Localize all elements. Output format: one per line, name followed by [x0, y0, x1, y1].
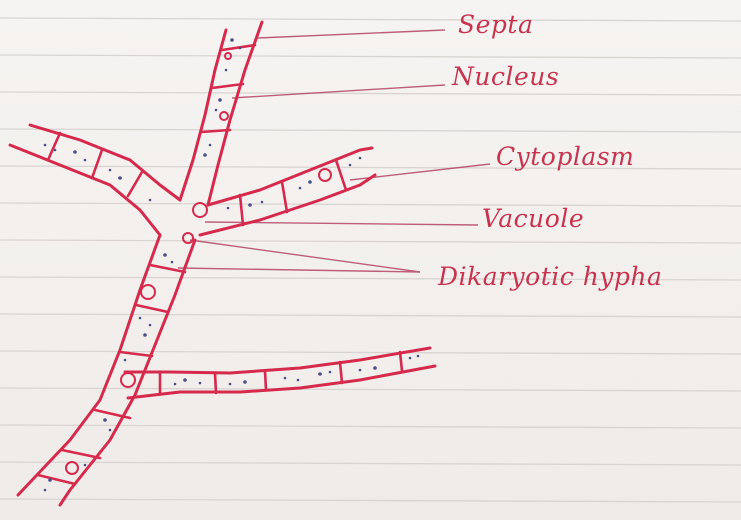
- vacuole: [66, 462, 78, 474]
- label-dikaryotic-hypha: Dikaryotic hypha: [438, 262, 662, 291]
- cytoplasm-dot: [44, 489, 47, 492]
- cytoplasm-dot: [149, 199, 152, 202]
- cytoplasm-dot: [203, 153, 207, 157]
- leader-lines: [178, 30, 490, 272]
- cytoplasm-dot: [359, 369, 362, 372]
- nucleus: [121, 373, 135, 387]
- cytoplasm-dot: [124, 359, 127, 362]
- cytoplasm-dot: [229, 383, 232, 386]
- cytoplasm-dot: [84, 464, 87, 467]
- rule-line: [0, 425, 741, 428]
- cytoplasm-dot: [230, 38, 234, 42]
- cytoplasm-dot: [215, 109, 218, 112]
- cytoplasm-dot: [183, 378, 187, 382]
- vacuole: [319, 169, 331, 181]
- cytoplasm-dot: [103, 418, 107, 422]
- cytoplasm-dot: [109, 169, 112, 172]
- leader-dikaryotic: [190, 240, 420, 272]
- cytoplasm-dot: [209, 144, 212, 147]
- nuclei-and-vacuoles: [66, 53, 331, 474]
- cytoplasm-dot: [143, 333, 147, 337]
- rule-line: [0, 240, 741, 243]
- cytoplasm-dot: [48, 478, 52, 482]
- label-septa: Septa: [458, 10, 533, 39]
- cytoplasm-dot: [118, 176, 122, 180]
- cytoplasm-dot: [149, 324, 152, 327]
- nucleus: [141, 285, 155, 299]
- label-nucleus: Nucleus: [452, 62, 559, 91]
- cytoplasm-dot: [318, 372, 322, 376]
- cytoplasm-dot: [373, 366, 377, 370]
- rule-line: [0, 129, 741, 132]
- nucleus: [183, 233, 193, 243]
- cytoplasm-dot: [308, 180, 312, 184]
- cytoplasm-dot: [163, 253, 167, 257]
- leader-septa: [258, 30, 445, 38]
- rule-line: [0, 351, 741, 354]
- rule-line: [0, 499, 741, 502]
- rule-line: [0, 18, 741, 21]
- cytoplasm-dot: [139, 317, 142, 320]
- cytoplasm-dot: [199, 382, 202, 385]
- left-branch-lower-wall: [10, 145, 160, 235]
- leader-nucleus: [232, 85, 445, 98]
- cytoplasm-dot: [227, 207, 230, 210]
- cytoplasm-dot: [225, 69, 228, 72]
- cytoplasm-dot: [54, 149, 57, 152]
- hyphal-walls: [10, 22, 435, 505]
- septa-cross-walls: [38, 45, 402, 484]
- rule-line: [0, 55, 741, 58]
- cytoplasm-dot: [409, 357, 412, 360]
- rule-line: [0, 314, 741, 317]
- cytoplasm-dot: [44, 144, 47, 147]
- right-branch-upper-wall: [208, 148, 372, 205]
- cytoplasm-dot: [261, 201, 264, 204]
- label-cytoplasm: Cytoplasm: [496, 142, 634, 171]
- cytoplasm-dot: [297, 379, 300, 382]
- cytoplasm-dot: [84, 159, 87, 162]
- nucleus: [193, 203, 207, 217]
- upper-branch-right-wall: [208, 22, 262, 205]
- cytoplasm-dot: [239, 47, 242, 50]
- label-vacuole: Vacuole: [482, 204, 584, 233]
- cytoplasm-dot: [171, 261, 174, 264]
- rule-line: [0, 203, 741, 206]
- cytoplasm-dot: [329, 371, 332, 374]
- cytoplasm-dot: [359, 157, 362, 160]
- cytoplasm-dot: [73, 150, 77, 154]
- cytoplasm-dot: [109, 429, 112, 432]
- nucleus: [220, 112, 228, 120]
- leader-dikaryotic-2: [178, 268, 420, 272]
- cytoplasm-dot: [174, 383, 177, 386]
- cytoplasm-dot: [417, 355, 420, 358]
- cytoplasm-dot: [284, 377, 287, 380]
- cytoplasm-dot: [243, 380, 247, 384]
- rule-line: [0, 388, 741, 391]
- cytoplasm-dot: [349, 164, 352, 167]
- rule-line: [0, 92, 741, 95]
- cytoplasm-dot: [218, 98, 222, 102]
- rule-line: [0, 462, 741, 465]
- cytoplasm-dot: [299, 187, 302, 190]
- cytoplasm-dot: [248, 203, 252, 207]
